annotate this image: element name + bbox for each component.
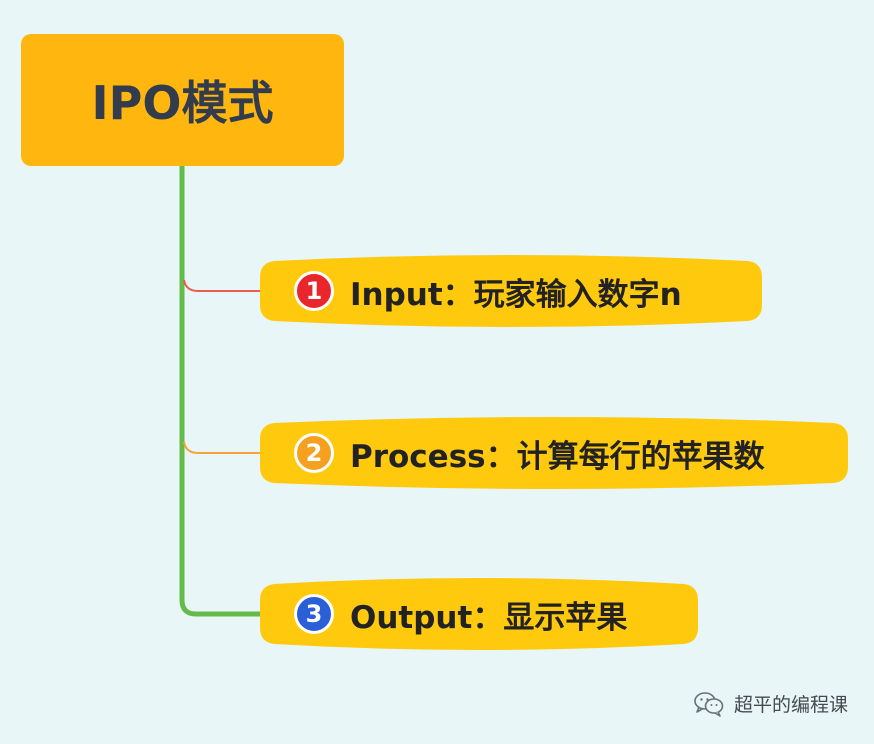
branch-node-input[interactable]: 1 Input：玩家输入数字n <box>260 253 762 329</box>
root-node-label: IPO模式 <box>91 76 274 130</box>
number-badge: 2 <box>294 433 334 473</box>
branch-line-input <box>183 279 262 292</box>
root-node[interactable]: IPO模式 <box>21 34 344 166</box>
branch-node-shape <box>260 417 848 489</box>
wechat-icon <box>694 691 724 717</box>
number-badge: 3 <box>294 594 334 634</box>
branch-node-shape <box>260 255 762 327</box>
branch-node-label: Output：显示苹果 <box>350 599 628 636</box>
number-badge: 1 <box>294 271 334 311</box>
branch-node-shape <box>260 578 698 650</box>
branch-node-label: Input：玩家输入数字n <box>350 276 682 313</box>
branch-node-output[interactable]: 3 Output：显示苹果 <box>260 576 698 652</box>
branch-node-label: Process：计算每行的苹果数 <box>350 438 765 475</box>
branch-line-process <box>183 441 262 454</box>
watermark-text: 超平的编程课 <box>733 694 848 716</box>
trunk-line <box>179 163 265 617</box>
branch-node-process[interactable]: 2 Process：计算每行的苹果数 <box>260 415 848 491</box>
watermark: 超平的编程课 <box>694 690 848 717</box>
